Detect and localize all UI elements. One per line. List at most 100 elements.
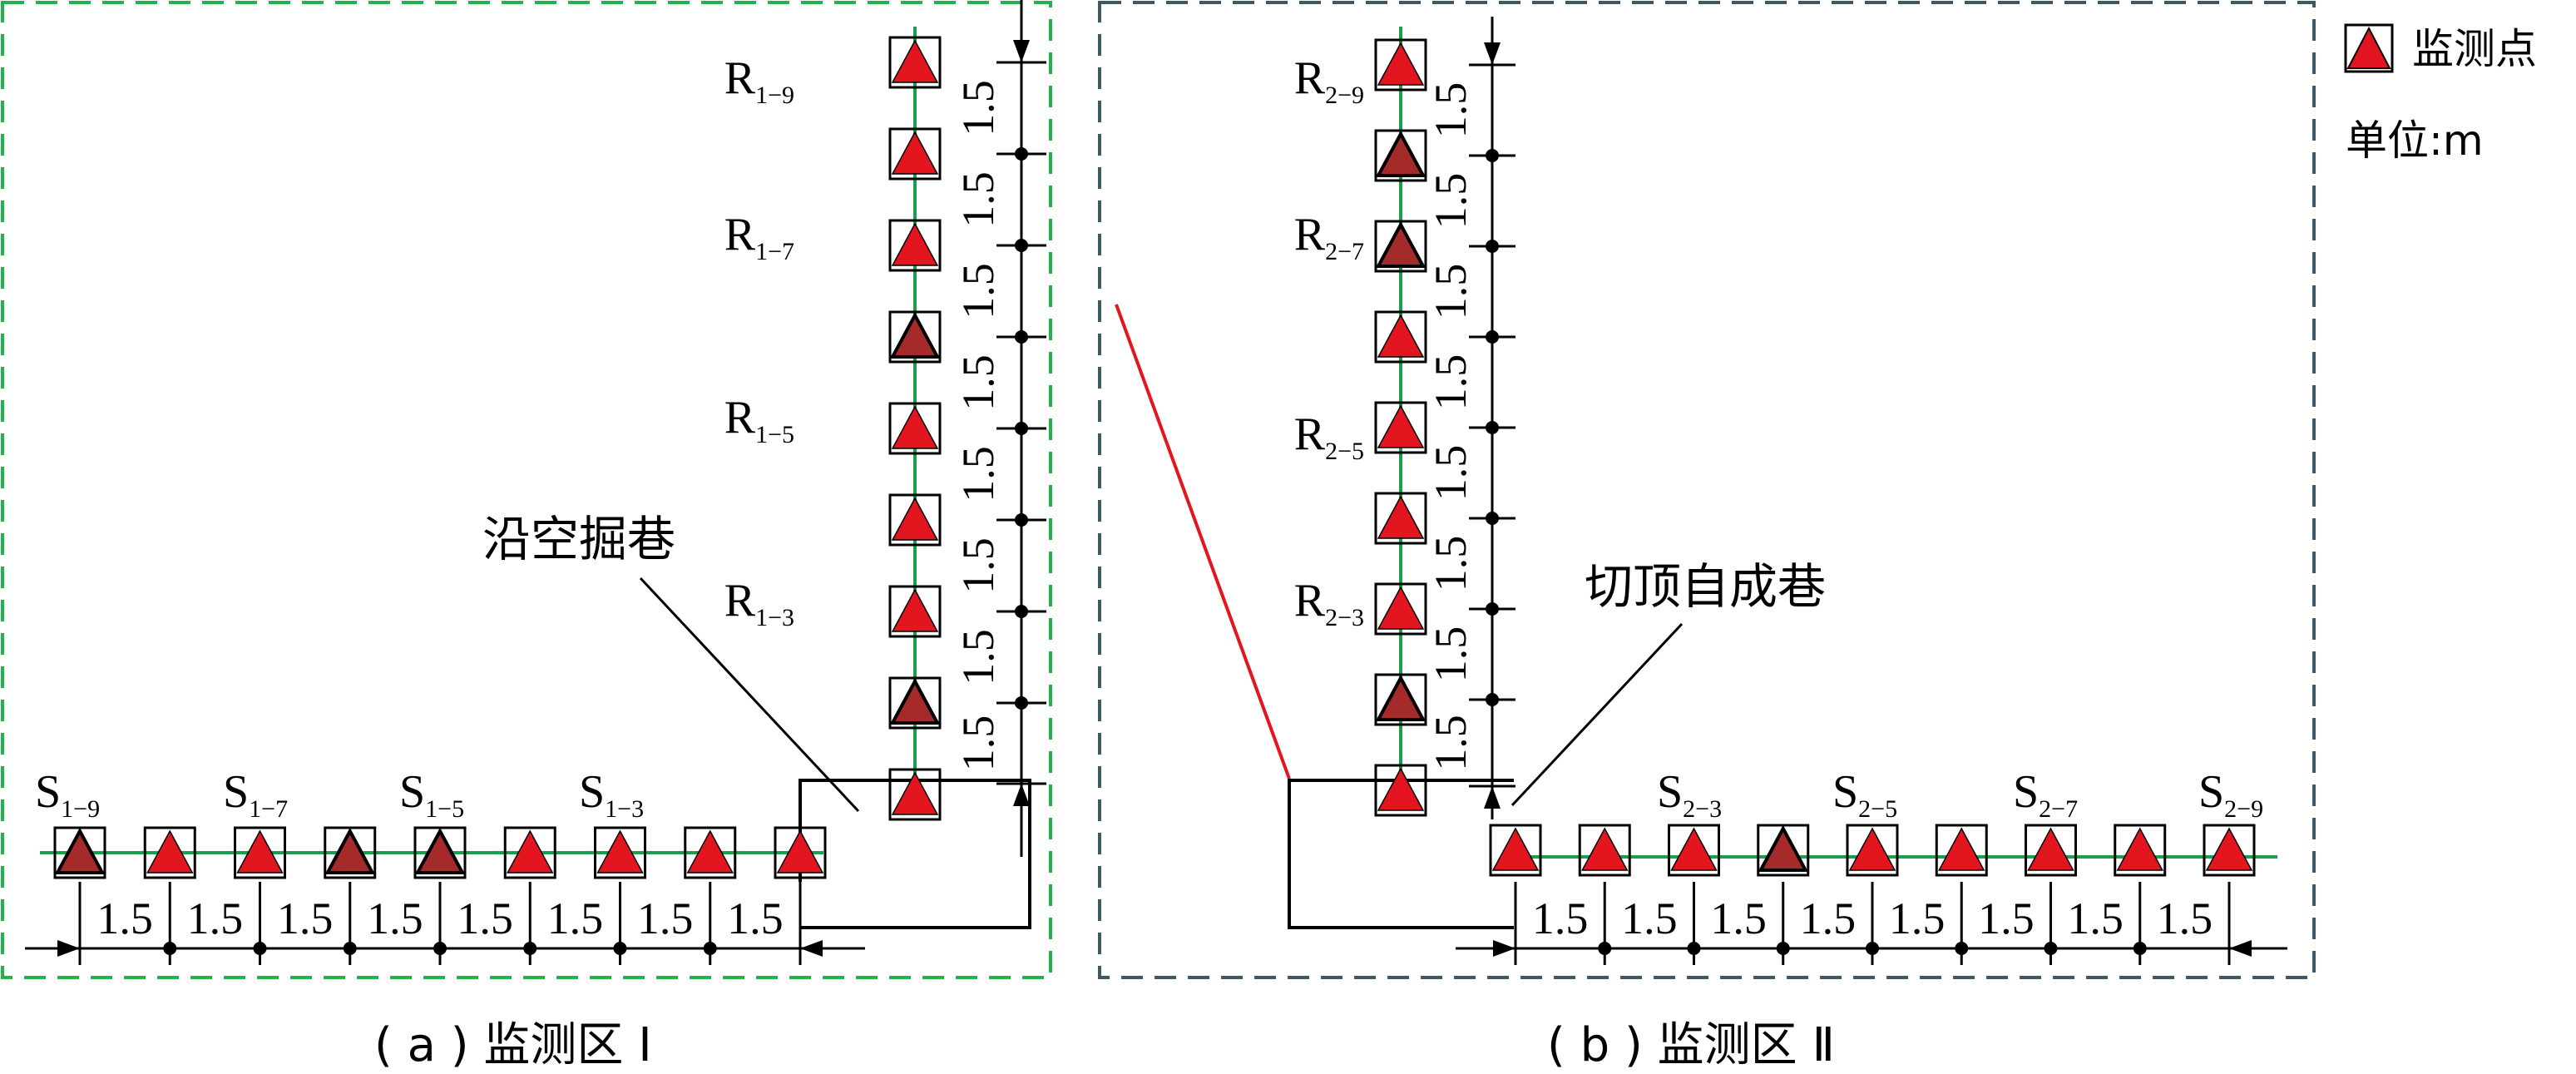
point-label-s-1-5: S1−5 (399, 766, 464, 823)
label-sub: 1−5 (755, 421, 794, 448)
monitoring-point-triangle (54, 827, 106, 874)
spacing-label: 1.5 (953, 171, 1003, 228)
spacing-label: 1.5 (1426, 173, 1476, 230)
monitoring-point-r8 (1374, 129, 1427, 182)
monitoring-point-triangle (1670, 827, 1718, 871)
dimension-node (1015, 605, 1028, 618)
point-label-r-1-7: R1−7 (724, 209, 794, 265)
dimension-node (1015, 330, 1028, 344)
dimension-node (343, 942, 357, 955)
spacing-label: 1.5 (96, 893, 153, 943)
spacing-label: 1.5 (1710, 893, 1767, 943)
marker-box (1374, 492, 1427, 545)
zone-a-frame (1, 1, 1052, 979)
dimension-node (1015, 147, 1028, 161)
marker-box (503, 826, 556, 879)
monitoring-point-s9 (2203, 824, 2256, 877)
monitoring-point-triangle (889, 311, 941, 359)
marker-box (888, 585, 942, 638)
dimension-node (1486, 421, 1499, 434)
monitoring-point-r6 (1374, 310, 1427, 364)
zone-b-dim-arrow-right (2229, 940, 2252, 957)
label-main: R (1294, 408, 1326, 460)
point-label-s-2-3: S2−3 (1657, 766, 1722, 823)
spacing-label: 1.5 (547, 893, 604, 943)
zone-a-dim-arrow-top (1013, 40, 1030, 62)
monitoring-point-r9 (888, 36, 942, 89)
caption-zone-b: ( b ) 监测区 Ⅱ (1547, 1018, 1835, 1072)
label-sub: 2−3 (1683, 795, 1722, 823)
label-main: R (724, 209, 756, 260)
zone-b-frame (1098, 1, 2316, 979)
caption-zone-a: ( a ) 监测区 Ⅰ (374, 1018, 652, 1072)
zone-b-dim-arrow-bottom (1484, 786, 1501, 809)
dimension-node (1486, 693, 1499, 706)
marker-box (1846, 824, 1899, 877)
spacing-label: 1.5 (1426, 536, 1476, 592)
marker-box (1374, 764, 1427, 817)
zone-b-dim-arrow-top (1484, 42, 1501, 65)
dimension-node (613, 942, 627, 955)
marker-box (1668, 824, 1720, 877)
label-sub: 2−9 (2224, 795, 2263, 823)
label-main: R (724, 392, 756, 443)
dimension-node (523, 942, 537, 955)
monitoring-point-triangle (891, 588, 939, 632)
monitoring-point-s9 (53, 826, 106, 879)
spacing-label: 1.5 (2157, 893, 2213, 943)
spacing-label: 1.5 (277, 893, 334, 943)
monitoring-point-triangle (506, 829, 554, 874)
legend-marker-triangle (2346, 26, 2391, 69)
marker-box (1374, 310, 1427, 364)
label-sub: 2−7 (1325, 238, 1364, 265)
dimension-node (1955, 942, 1969, 955)
monitoring-point-triangle (2027, 827, 2074, 871)
monitoring-point-r7 (1374, 220, 1427, 273)
monitoring-point-s4 (503, 826, 556, 879)
marker-box (1374, 582, 1427, 636)
monitoring-point-s3 (594, 826, 646, 879)
spacing-label: 1.5 (187, 893, 244, 943)
marker-box (888, 127, 942, 181)
monitoring-point-s2 (1578, 824, 1631, 877)
dimension-node (1015, 696, 1028, 710)
point-label-r-1-9: R1−9 (724, 52, 794, 109)
point-label-r-2-7: R2−7 (1294, 209, 1364, 265)
zone-b-roadway-label: 切顶自成巷 (1585, 558, 1826, 615)
dimension-node (433, 942, 447, 955)
label-sub: 1−3 (605, 795, 644, 823)
label-main: S (2198, 766, 2224, 818)
monitoring-point-triangle (596, 829, 644, 874)
monitoring-point-triangle (324, 827, 376, 874)
dimension-node (2044, 942, 2058, 955)
label-main: S (35, 766, 61, 818)
monitoring-point-s4 (1757, 824, 1810, 877)
zone-b-roof-labels: R2−9 R2−7 R2−5 R2−3 (1294, 52, 1364, 631)
monitoring-point-triangle (686, 829, 734, 874)
zone-b-side-markers (1489, 824, 2256, 877)
marker-box (888, 219, 942, 272)
marker-box (1374, 38, 1427, 92)
monitoring-point-s6 (324, 826, 377, 879)
zone-connector-line (1115, 304, 1291, 780)
monitoring-point-s8 (2114, 824, 2167, 877)
dimension-node (1015, 513, 1028, 527)
marker-box (2114, 824, 2167, 877)
monitoring-point-s3 (1668, 824, 1720, 877)
monitoring-point-s5 (413, 826, 467, 879)
label-main: S (223, 766, 249, 818)
dimension-node (2133, 942, 2147, 955)
label-main: S (1657, 766, 1683, 818)
dimension-node (1486, 602, 1499, 616)
marker-box (143, 826, 196, 879)
point-label-s-2-5: S2−5 (1832, 766, 1897, 823)
dimension-node (163, 942, 177, 955)
monitoring-point-r4 (888, 493, 942, 547)
zone-b-roadway-leader (1510, 622, 1684, 807)
zone-b-roof-markers (1374, 38, 1427, 817)
label-main: S (1832, 766, 1858, 818)
monitoring-point-triangle (1377, 586, 1425, 630)
